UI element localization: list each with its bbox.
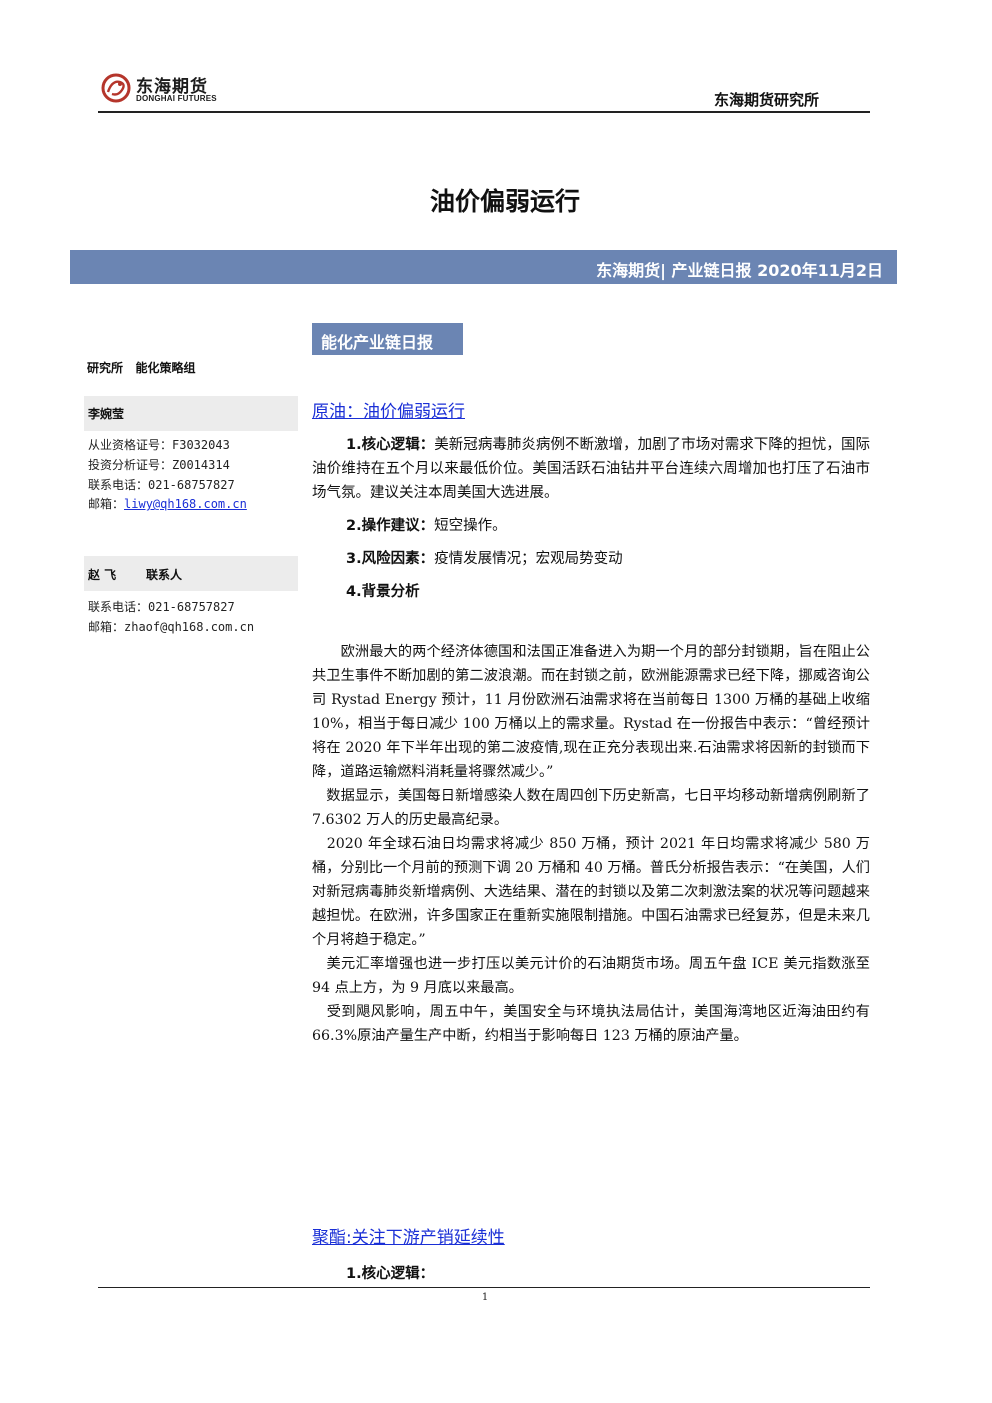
author-email-row: 邮箱：liwy@qh168.com.cn xyxy=(88,495,247,512)
company-logo: 东海期货 DONGHAI FUTURES xyxy=(100,70,230,108)
banner-text: 东海期货| 产业链日报 2020年11月2日 xyxy=(596,261,883,280)
author-phone: 联系电话：021-68757827 xyxy=(88,478,235,492)
polyester-core-logic: 1.核心逻辑： xyxy=(346,1262,434,1283)
background-paragraph: 受到飓风影响，周五中午，美国安全与环境执法局估计，美国海湾地区近海油田约有 66… xyxy=(312,1004,870,1044)
operation-label: 2.操作建议： xyxy=(346,518,435,534)
department-label: 研究所 能化策略组 xyxy=(87,361,196,375)
contact-email: 邮箱：zhaof@qh168.com.cn xyxy=(88,620,255,634)
background-paragraph: 2020 年全球石油日均需求将减少 850 万桶，预计 2021 年日均需求将减… xyxy=(312,836,870,948)
dragon-logo-icon xyxy=(101,73,131,103)
author-email-link[interactable]: liwy@qh168.com.cn xyxy=(124,497,247,511)
core-logic-label: 1.核心逻辑： xyxy=(346,437,435,453)
contact-header: 赵 飞 联系人 xyxy=(84,556,298,591)
core-logic-text: 美新冠病毒肺炎病例不断激增，加剧了市场对需求下降的担忧，国际油价维持在五个月以来… xyxy=(312,437,870,501)
risk-text: 疫情发展情况；宏观局势变动 xyxy=(434,551,623,567)
author-analyst-id: 投资分析证号：Z0014314 xyxy=(88,458,230,472)
polyester-heading-link[interactable]: 聚酯:关注下游产销延续性 xyxy=(312,1228,505,1248)
author-header: 李婉莹 xyxy=(84,396,298,431)
section-tag-label: 能化产业链日报 xyxy=(321,333,434,352)
report-banner: 东海期货| 产业链日报 2020年11月2日 xyxy=(70,250,897,284)
crude-background-label: 4.背景分析 xyxy=(346,580,420,601)
operation-text: 短空操作。 xyxy=(434,518,507,534)
polyester-core-label: 1.核心逻辑： xyxy=(346,1266,435,1282)
background-paragraph: 美元汇率增强也进一步打压以美元计价的石油期货市场。周五午盘 ICE 美元指数涨至… xyxy=(312,956,870,996)
footer-divider xyxy=(98,1287,870,1288)
background-label: 4.背景分析 xyxy=(346,584,420,600)
header-divider xyxy=(98,111,870,113)
author-name: 李婉莹 xyxy=(88,407,125,421)
crude-core-logic: 1.核心逻辑：美新冠病毒肺炎病例不断激增，加剧了市场对需求下降的担忧，国际油价维… xyxy=(312,433,870,505)
crude-oil-heading-link[interactable]: 原油：油价偏弱运行 xyxy=(312,402,465,422)
contact-role: 联系人 xyxy=(146,568,183,582)
logo-text-en: DONGHAI FUTURES xyxy=(136,94,217,103)
author-email-label: 邮箱： xyxy=(88,497,125,511)
background-paragraph: 欧洲最大的两个经济体德国和法国正准备进入为期一个月的部分封锁期，旨在阻止公共卫生… xyxy=(312,644,870,780)
author-qualification: 从业资格证号：F3032043 xyxy=(88,438,230,452)
section-tag: 能化产业链日报 xyxy=(312,323,463,355)
document-title: 油价偏弱运行 xyxy=(429,187,580,216)
institute-name: 东海期货研究所 xyxy=(713,91,819,109)
risk-label: 3.风险因素： xyxy=(346,551,435,567)
contact-phone: 联系电话：021-68757827 xyxy=(88,600,235,614)
crude-operation: 2.操作建议：短空操作。 xyxy=(346,514,507,535)
crude-risk: 3.风险因素：疫情发展情况；宏观局势变动 xyxy=(346,547,623,568)
background-paragraph: 数据显示，美国每日新增感染人数在周四创下历史新高，七日平均移动新增病例刷新了 7… xyxy=(312,788,870,828)
background-analysis: 欧洲最大的两个经济体德国和法国正准备进入为期一个月的部分封锁期，旨在阻止公共卫生… xyxy=(312,640,870,1048)
page-number: 1 xyxy=(481,1292,489,1303)
logo-text-cn: 东海期货 xyxy=(136,77,208,97)
contact-name: 赵 飞 xyxy=(88,568,117,582)
